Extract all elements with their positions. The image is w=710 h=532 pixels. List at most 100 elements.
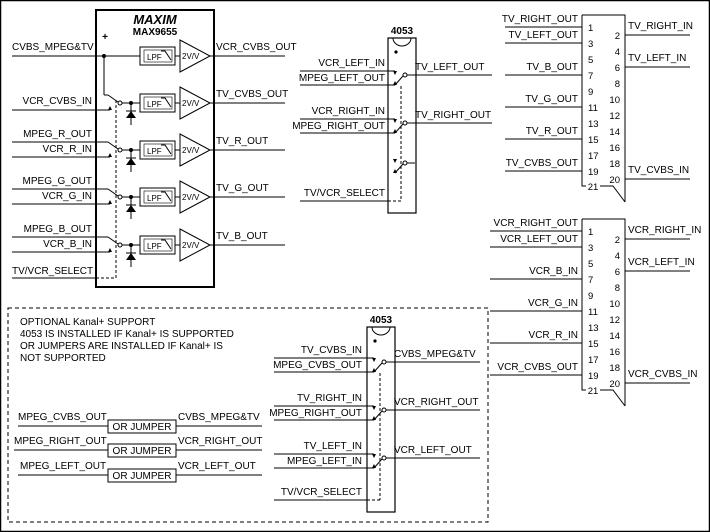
- pin-number: 19: [588, 371, 599, 382]
- pin-number: 15: [588, 339, 599, 350]
- switch-blade: [394, 123, 404, 134]
- jumper-from-label: MPEG_CVBS_OUT: [18, 412, 107, 423]
- switch-blade: [394, 75, 404, 86]
- connector-label: TV_LEFT_OUT: [509, 30, 578, 41]
- arrowhead: [108, 106, 112, 110]
- note-text: OPTIONAL Kanal+ SUPPORT: [20, 317, 155, 328]
- jumper-label: OR JUMPER: [113, 471, 172, 482]
- input-label: MPEG_G_OUT: [23, 176, 92, 187]
- connector-label: VCR_LEFT_OUT: [500, 234, 578, 245]
- output-label: TV_B_OUT: [216, 231, 268, 242]
- pin-number: 10: [609, 95, 620, 106]
- select-label: TV/VCR_SELECT: [12, 266, 93, 277]
- connector-label: VCR_R_IN: [529, 330, 578, 341]
- switch-blade: [373, 458, 383, 469]
- connector-label: VCR_B_IN: [529, 266, 578, 277]
- pin-number: 21: [588, 386, 599, 397]
- lpf-slope-icon: [161, 144, 172, 155]
- pin-number: 14: [609, 127, 620, 138]
- pin1-dot: [373, 339, 377, 343]
- switch-pivot: [402, 160, 408, 166]
- scart-connector: [581, 218, 626, 407]
- switch-blade: [373, 362, 383, 373]
- connector-label: TV_RIGHT_OUT: [502, 14, 578, 25]
- pin-number: 4: [615, 251, 620, 262]
- connector-label: VCR_RIGHT_IN: [628, 225, 701, 236]
- pin-number: 17: [588, 151, 599, 162]
- jumper-from-label: MPEG_RIGHT_OUT: [14, 436, 107, 447]
- diode-icon: [126, 158, 136, 165]
- pin-number: 19: [588, 167, 599, 178]
- lpf-inner: [143, 190, 173, 204]
- arrowhead: [393, 71, 397, 75]
- lpf-inner: [143, 238, 173, 252]
- connector-label: TV_G_OUT: [525, 94, 578, 105]
- connector-label: TV_CVBS_OUT: [506, 158, 578, 169]
- connector-label: VCR_CVBS_OUT: [497, 362, 578, 373]
- max9655-chip: [95, 9, 215, 288]
- switch-pivot: [402, 120, 408, 126]
- pin-number: 17: [588, 355, 599, 366]
- switch-blade: [107, 188, 119, 197]
- output-label: VCR_RIGHT_OUT: [394, 397, 478, 408]
- note-text: NOT SUPPORTED: [20, 353, 106, 364]
- output-label: TV_LEFT_OUT: [415, 62, 484, 73]
- input-label: MPEG_CVBS_OUT: [273, 360, 362, 371]
- connector-label: VCR_RIGHT_OUT: [494, 218, 578, 229]
- connector-label: TV_R_OUT: [526, 126, 578, 137]
- arrowhead: [393, 159, 397, 163]
- note-text: OR JUMPERS ARE INSTALLED IF Kanal+ IS: [20, 341, 223, 352]
- lpf-slope-icon: [161, 191, 172, 202]
- output-label: VCR_LEFT_OUT: [394, 445, 472, 456]
- pin-number: 3: [588, 39, 593, 50]
- connector-label: TV_B_OUT: [526, 62, 578, 73]
- output-label: CVBS_MPEG&TV: [394, 349, 476, 360]
- connector-label: VCR_CVBS_IN: [628, 369, 697, 380]
- switch-pivot: [381, 359, 387, 365]
- jumper-box: [107, 443, 177, 458]
- pin-number: 16: [609, 143, 620, 154]
- jumper-to-label: VCR_LEFT_OUT: [178, 461, 256, 472]
- mux-4053-chip: [387, 37, 417, 214]
- arrowhead: [108, 248, 112, 252]
- lpf-label: LPF: [147, 147, 162, 156]
- pin-number: 11: [588, 103, 598, 114]
- maxim-logo: MAXIM: [133, 12, 178, 27]
- diode-icon: [126, 111, 136, 118]
- jumper-to-label: CVBS_MPEG&TV: [178, 412, 260, 423]
- connector-label: VCR_G_IN: [528, 298, 578, 309]
- pin-number: 13: [588, 119, 599, 130]
- pin-number: 7: [588, 71, 593, 82]
- arrowhead: [108, 153, 112, 157]
- pin-number: 15: [588, 135, 599, 146]
- gain-label: 2V/V: [182, 241, 200, 250]
- jumper-label: OR JUMPER: [113, 446, 172, 457]
- pin-number: 21: [588, 182, 599, 193]
- pin-number: 20: [609, 379, 620, 390]
- chip-notch: [392, 37, 412, 47]
- input-label: MPEG_RIGHT_OUT: [292, 121, 385, 132]
- note-text: 4053 IS INSTALLED IF Kanal+ IS SUPPORTED: [20, 329, 234, 340]
- gain-label: 2V/V: [182, 99, 200, 108]
- select-label: TV/VCR_SELECT: [304, 188, 385, 199]
- switch-pivot: [117, 147, 123, 153]
- input-label: MPEG_B_OUT: [24, 224, 92, 235]
- arrowhead: [372, 454, 376, 458]
- diode-icon: [126, 253, 136, 260]
- pin-number: 10: [609, 299, 620, 310]
- output-label: TV_RIGHT_OUT: [415, 110, 491, 121]
- input-label: MPEG_R_OUT: [23, 129, 92, 140]
- input-label: VCR_B_IN: [43, 239, 92, 250]
- pin-number: 9: [588, 87, 593, 98]
- switch-pivot: [381, 407, 387, 413]
- pin-number: 5: [588, 55, 593, 66]
- input-label: VCR_LEFT_IN: [318, 58, 385, 69]
- optional-region: [7, 307, 489, 523]
- pin-number: 16: [609, 347, 620, 358]
- lpf-inner: [143, 49, 173, 63]
- lpf-label: LPF: [147, 194, 162, 203]
- jumper-to-label: VCR_RIGHT_OUT: [178, 436, 262, 447]
- switch-pivot: [402, 72, 408, 78]
- lpf-slope-icon: [161, 97, 172, 108]
